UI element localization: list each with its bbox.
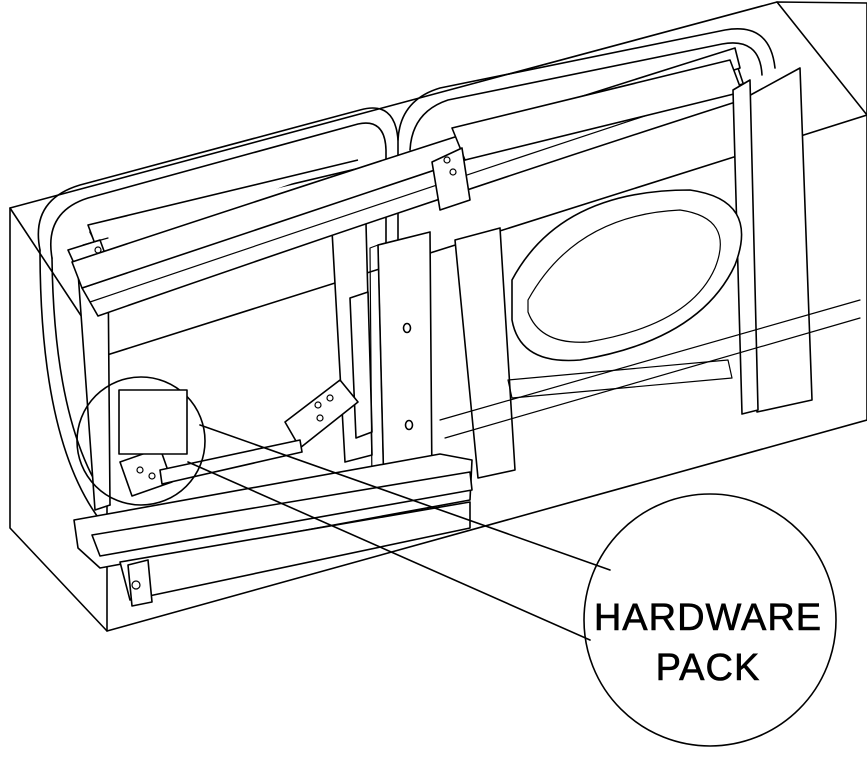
leader-line-upper (199, 424, 611, 571)
lower-rails (73, 299, 861, 607)
rear-seat-right (397, 28, 776, 151)
corner-bracket-right (284, 379, 359, 449)
label-circle (583, 493, 837, 747)
label-line-hardware: HARDWARE (594, 597, 822, 639)
label-line-pack: PACK (656, 647, 761, 689)
hardware-pack-callout: HARDWARE PACK (76, 376, 837, 747)
magnifier-circle (76, 376, 206, 506)
leader-line-lower (187, 461, 591, 641)
center-upright (369, 231, 433, 493)
hardware-pack-box (118, 389, 188, 455)
